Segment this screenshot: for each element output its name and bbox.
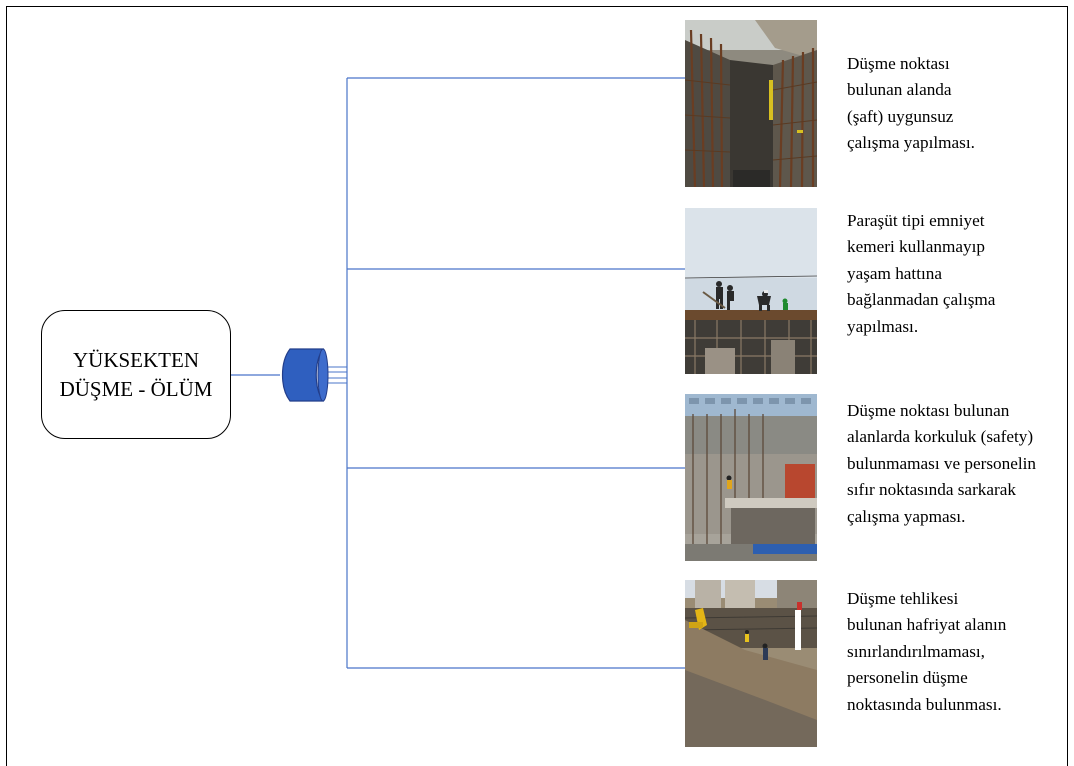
- cause-2-line-2: kemeri kullanmayıp: [847, 237, 985, 257]
- cause-description-1: Düşme noktası bulunan alanda (şaft) uygu…: [847, 51, 1062, 157]
- roof-workers-photo: [685, 208, 817, 374]
- cause-2-line-4: bağlanmadan çalışma: [847, 290, 996, 310]
- cause-4-line-4: personelin düşme: [847, 668, 968, 688]
- excavation-site-photo: [685, 580, 817, 747]
- cable-connector-icon: [281, 348, 329, 402]
- root-line-1: YÜKSEKTEN: [73, 347, 199, 372]
- cause-3-line-1: Düşme noktası bulunan: [847, 401, 1010, 420]
- cause-description-2: Paraşüt tipi emniyet kemeri kullanmayıp …: [847, 208, 1062, 340]
- cause-description-4: Düşme tehlikesi bulunan hafriyat alanın …: [847, 586, 1062, 718]
- cause-2-line-5: yapılması.: [847, 316, 919, 336]
- shaft-excavation-photo: [685, 20, 817, 187]
- cause-3-line-5: çalışma yapması.: [847, 506, 966, 526]
- cause-1-line-1: Düşme noktası: [847, 54, 950, 73]
- diagram-frame: [6, 6, 1068, 766]
- cause-description-3: Düşme noktası bulunan alanlarda korkuluk…: [847, 398, 1062, 530]
- cause-3-line-3: bulunmaması ve personelin: [847, 453, 1037, 473]
- cause-3-line-4: sıfır noktasında sarkarak: [847, 480, 1016, 500]
- cause-3-line-2: alanlarda korkuluk (safety): [847, 427, 1034, 447]
- cause-4-line-2: bulunan hafriyat alanın: [847, 615, 1007, 635]
- cause-4-line-3: sınırlandırılmaması,: [847, 641, 985, 661]
- cause-2-line-1: Paraşüt tipi emniyet: [847, 211, 985, 230]
- cause-1-line-2: bulunan alanda: [847, 80, 952, 100]
- root-event-box: YÜKSEKTEN DÜŞME - ÖLÜM: [41, 310, 231, 439]
- root-line-2: DÜŞME - ÖLÜM: [59, 376, 213, 401]
- cause-4-line-1: Düşme tehlikesi: [847, 589, 959, 608]
- cause-4-line-5: noktasında bulunması.: [847, 694, 1002, 714]
- cause-1-line-3: (şaft) uygunsuz: [847, 106, 954, 126]
- cause-1-line-4: çalışma yapılması.: [847, 133, 975, 153]
- cause-2-line-3: yaşam hattına: [847, 263, 942, 283]
- rebar-wall-photo: [685, 394, 817, 561]
